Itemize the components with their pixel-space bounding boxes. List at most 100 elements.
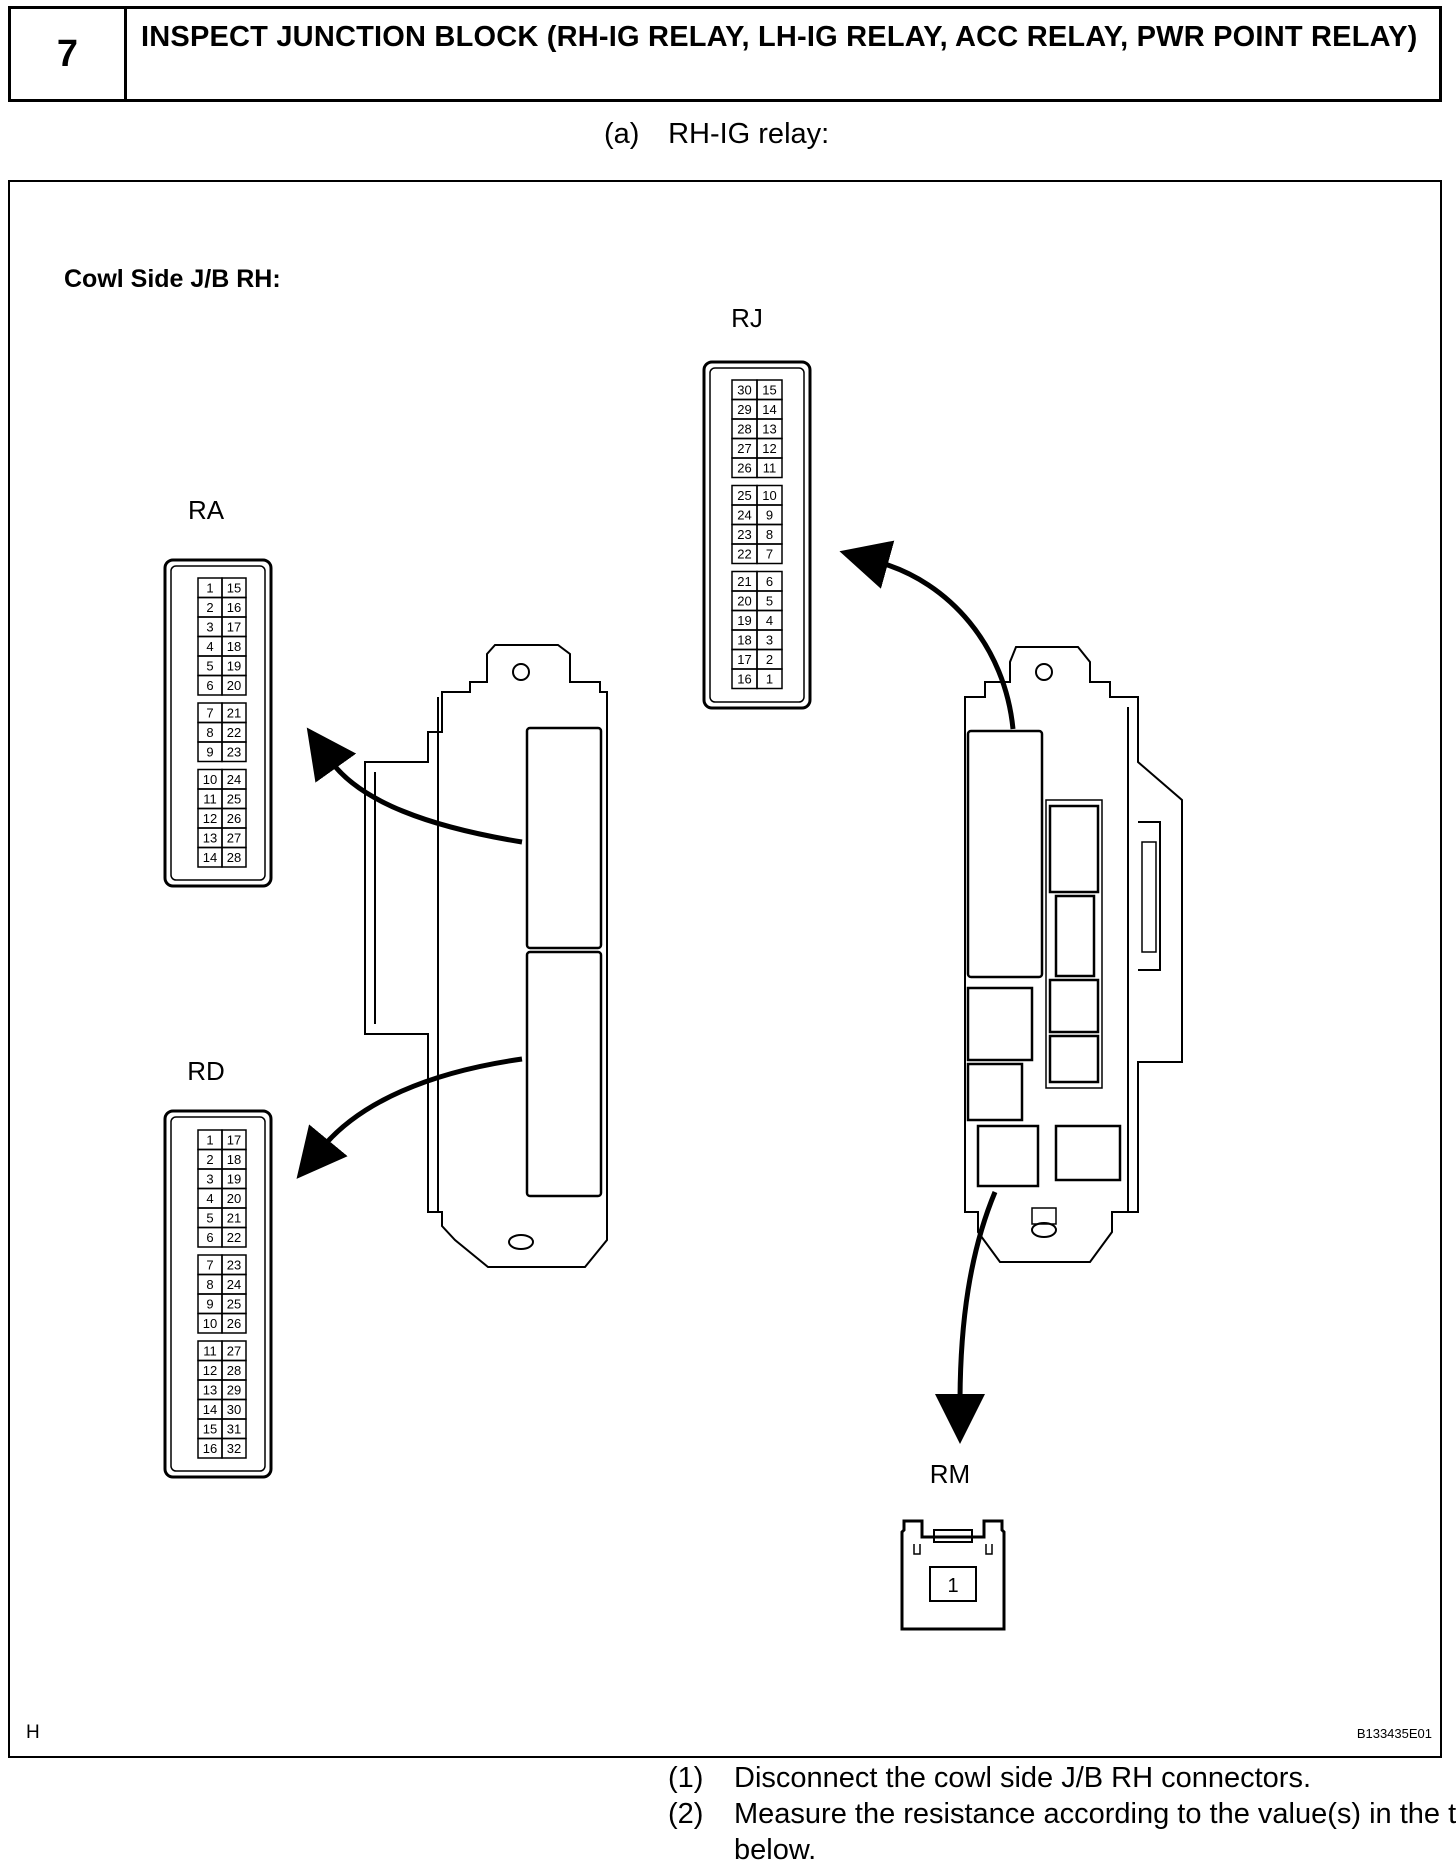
pin-label: 2 [206, 600, 213, 615]
pin-label: 14 [203, 850, 217, 865]
pin-label: 10 [203, 772, 217, 787]
pin-cell [756, 543, 783, 565]
pin-label: 20 [227, 1191, 241, 1206]
pin-label: 11 [203, 1344, 217, 1359]
pin-label: 29 [227, 1383, 241, 1398]
pin-label: 2 [766, 652, 773, 667]
arrow-to-rj [839, 540, 1016, 730]
pin-label: 19 [227, 659, 241, 674]
pin-label: 21 [737, 574, 751, 589]
arrow-to-rm [935, 1191, 998, 1444]
pin-label: 26 [737, 461, 751, 476]
pin-label: 4 [206, 639, 213, 654]
pin-cell [221, 674, 247, 696]
pin-label: 25 [737, 488, 751, 503]
pin-label: 20 [227, 678, 241, 693]
pin-label: 22 [227, 1230, 241, 1245]
instruction-1-text: Disconnect the cowl side J/B RH connecto… [734, 1762, 1312, 1794]
substep-a: (a) RH-IG relay: [604, 118, 829, 151]
pin-label: 1 [766, 672, 773, 687]
pin-label: 24 [737, 508, 751, 523]
pin-label: 17 [737, 652, 751, 667]
pin-label: 15 [203, 1422, 217, 1437]
pin-label: 30 [227, 1402, 241, 1417]
pin-label: 12 [762, 441, 776, 456]
pin-label: 27 [227, 1344, 241, 1359]
pin-label: 28 [227, 1363, 241, 1378]
pin-label: 9 [766, 508, 773, 523]
pin-label: 12 [203, 1363, 217, 1378]
pin-label: 15 [227, 581, 241, 596]
step-title: INSPECT JUNCTION BLOCK (RH-IG RELAY, LH-… [141, 21, 1418, 53]
pointer-arrows [296, 540, 1016, 1444]
connector-label-rj: RJ [731, 303, 763, 333]
connector-rm: 1 [900, 1519, 1006, 1631]
connector-label-ra: RA [188, 495, 225, 525]
pin-label: 8 [206, 725, 213, 740]
pin-label: 9 [206, 745, 213, 760]
figure-heading: Cowl Side J/B RH: [64, 265, 281, 293]
pin-cell [756, 668, 783, 690]
arrow-to-ra [306, 727, 523, 845]
pin-label: 26 [227, 1316, 241, 1331]
pin-label: 32 [227, 1441, 241, 1456]
pin-label: 13 [203, 1383, 217, 1398]
pin-label: 7 [206, 706, 213, 721]
rm-pin: 1 [947, 1575, 958, 1597]
pin-label: 8 [206, 1277, 213, 1292]
pin-cell [221, 1226, 247, 1248]
pin-label: 24 [227, 1277, 241, 1292]
pin-label: 30 [737, 383, 751, 398]
pin-label: 12 [203, 811, 217, 826]
substep-a-text: RH-IG relay: [668, 118, 830, 150]
pin-label: 1 [206, 1133, 213, 1148]
connector-label-rd: RD [187, 1056, 225, 1086]
pin-label: 3 [206, 1172, 213, 1187]
pin-label: 24 [227, 772, 241, 787]
pin-label: 7 [766, 547, 773, 562]
pin-label: 22 [227, 725, 241, 740]
pin-label: 22 [737, 547, 751, 562]
step-number: 7 [11, 9, 127, 99]
pin-label: 10 [203, 1316, 217, 1331]
figure-corner-label: H [26, 1722, 40, 1743]
pin-cell [221, 741, 247, 763]
instruction-1-number: (1) [668, 1762, 704, 1794]
pin-label: 25 [227, 1297, 241, 1312]
pin-label: 5 [206, 1211, 213, 1226]
pin-label: 2 [206, 1152, 213, 1167]
pin-label: 19 [227, 1172, 241, 1187]
pin-label: 13 [203, 831, 217, 846]
pin-label: 26 [227, 811, 241, 826]
pin-cell [221, 1437, 247, 1459]
instruction-2-text: Measure the resistance according to the … [734, 1798, 1456, 1866]
pin-label: 3 [206, 620, 213, 635]
pin-label: 28 [737, 422, 751, 437]
pin-label: 18 [227, 639, 241, 654]
pin-label: 19 [737, 613, 751, 628]
pin-label: 25 [227, 792, 241, 807]
pin-label: 27 [737, 441, 751, 456]
pin-label: 4 [206, 1191, 213, 1206]
pin-label: 23 [227, 1258, 241, 1273]
pin-label: 11 [203, 792, 217, 807]
pin-label: 29 [737, 402, 751, 417]
pin-label: 4 [766, 613, 773, 628]
pin-label: 14 [203, 1402, 217, 1417]
pin-cell [756, 457, 783, 479]
pin-label: 17 [227, 620, 241, 635]
substep-a-label: (a) [604, 118, 640, 150]
instruction-2-number: (2) [668, 1798, 704, 1830]
pin-label: 21 [227, 706, 241, 721]
pin-label: 20 [737, 594, 751, 609]
pin-label: 18 [737, 633, 751, 648]
connector-label-rm: RM [930, 1459, 970, 1489]
pin-label: 28 [227, 850, 241, 865]
pin-label: 3 [766, 633, 773, 648]
pin-label: 21 [227, 1211, 241, 1226]
